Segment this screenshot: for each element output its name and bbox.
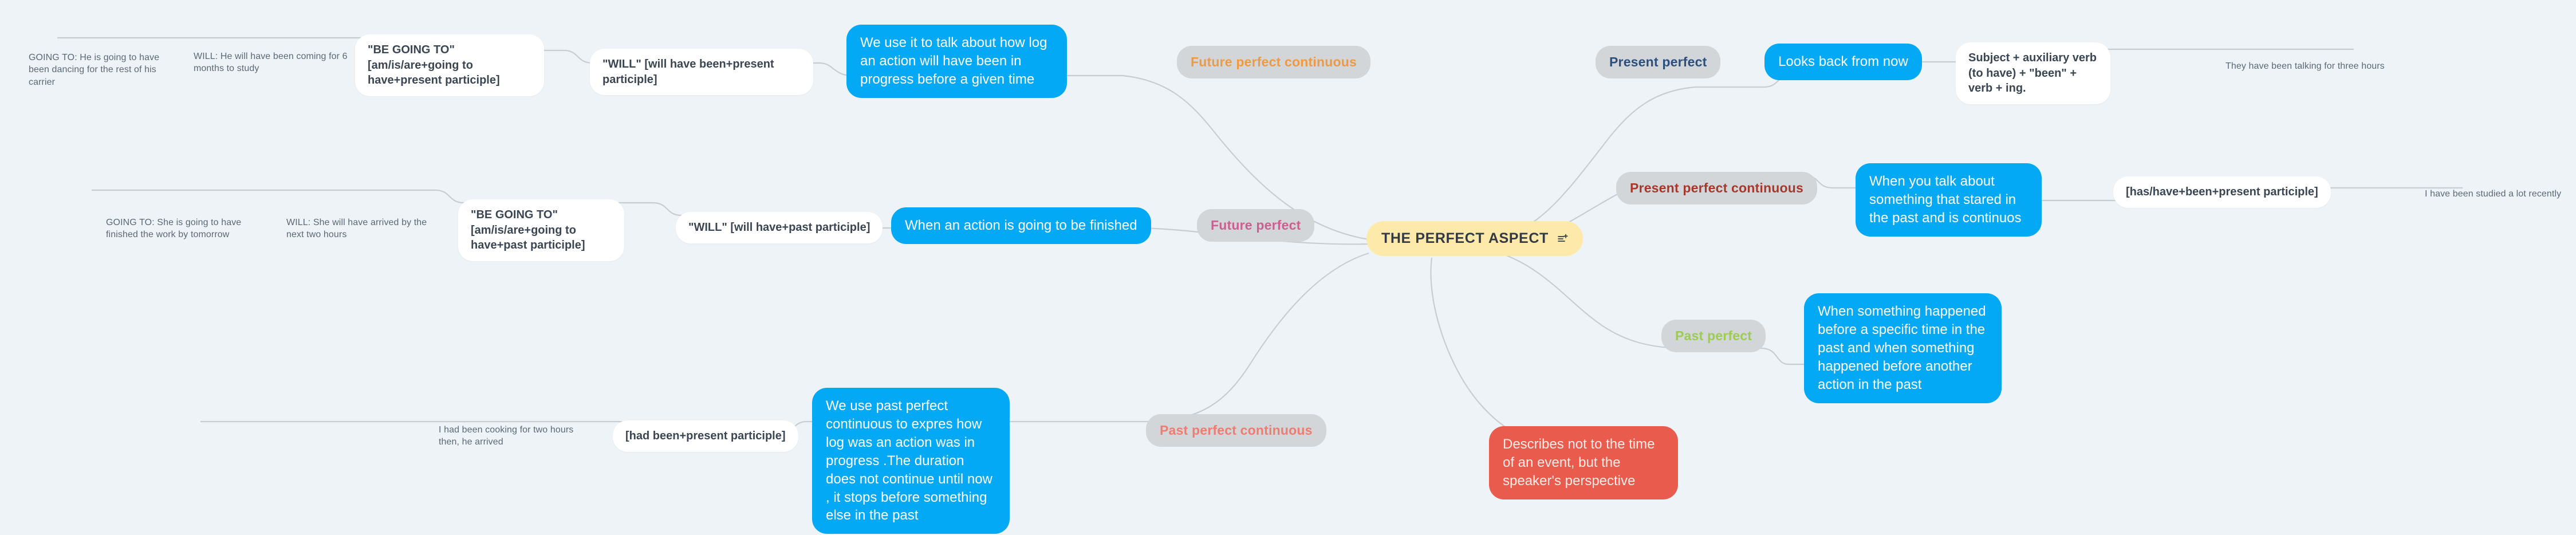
example-future-perfect-will[interactable]: WILL: She will have arrived by the next … — [286, 217, 432, 241]
example-present-perfect-continuous[interactable]: I have been studied a lot recently — [2425, 188, 2576, 200]
category-present-perfect-continuous[interactable]: Present perfect continuous — [1616, 172, 1817, 204]
form-past-perfect-continuous[interactable]: [had been+present participle] — [613, 420, 798, 452]
category-past-perfect[interactable]: Past perfect — [1661, 320, 1766, 352]
example-label: GOING TO: He is going to have been danci… — [29, 53, 160, 87]
form-future-perfect-will[interactable]: "WILL" [will have+past participle] — [676, 212, 883, 243]
description-present-perfect[interactable]: Looks back from now — [1764, 44, 1922, 80]
example-future-perfect-continuous-will[interactable]: WILL: He will have been coming for 6 mon… — [194, 50, 351, 75]
description-perspective[interactable]: Describes not to the time of an event, b… — [1489, 426, 1678, 499]
category-label: Future perfect — [1211, 218, 1301, 233]
description-label: We use past perfect continuous to expres… — [826, 398, 992, 524]
description-label: When an action is going to be finished — [905, 218, 1137, 233]
example-label: GOING TO: She is going to have finished … — [106, 218, 242, 240]
description-label: Looks back from now — [1778, 54, 1908, 69]
category-label: Future perfect continuous — [1191, 54, 1357, 69]
example-present-perfect[interactable]: They have been talking for three hours — [2226, 60, 2397, 72]
category-label: Present perfect — [1609, 54, 1707, 69]
form-future-perfect-going-to[interactable]: "BE GOING TO" [am/is/are+going to have+p… — [458, 199, 624, 261]
example-label: I had been cooking for two hours then, h… — [439, 425, 574, 447]
form-present-perfect[interactable]: Subject + auxiliary verb (to have) + "be… — [1956, 42, 2110, 104]
example-past-perfect-continuous[interactable]: I had been cooking for two hours then, h… — [439, 424, 582, 449]
description-present-perfect-continuous[interactable]: When you talk about something that stare… — [1856, 163, 2042, 237]
description-label: We use it to talk about how log an actio… — [860, 35, 1047, 87]
root-node[interactable]: THE PERFECT ASPECT — [1366, 221, 1583, 257]
form-label: [has/have+been+present participle] — [2126, 186, 2318, 198]
form-label: "BE GOING TO" [am/is/are+going to have+p… — [471, 209, 585, 252]
form-present-perfect-continuous[interactable]: [has/have+been+present participle] — [2113, 176, 2331, 208]
note-list-add-icon[interactable] — [1557, 234, 1568, 244]
example-label: They have been talking for three hours — [2226, 61, 2385, 71]
description-future-perfect[interactable]: When an action is going to be finished — [891, 207, 1151, 244]
description-label: Describes not to the time of an event, b… — [1503, 436, 1655, 489]
description-label: When you talk about something that stare… — [1869, 174, 2022, 226]
form-future-perfect-continuous-will[interactable]: "WILL" [will have been+present participl… — [590, 49, 813, 96]
example-label: WILL: She will have arrived by the next … — [286, 218, 427, 240]
description-past-perfect[interactable]: When something happened before a specifi… — [1804, 293, 2002, 403]
example-label: WILL: He will have been coming for 6 mon… — [194, 52, 348, 74]
description-future-perfect-continuous[interactable]: We use it to talk about how log an actio… — [846, 25, 1067, 98]
category-future-perfect[interactable]: Future perfect — [1197, 209, 1315, 242]
category-past-perfect-continuous[interactable]: Past perfect continuous — [1146, 414, 1326, 447]
description-label: When something happened before a specifi… — [1818, 304, 1986, 392]
example-future-perfect-going-to[interactable]: GOING TO: She is going to have finished … — [106, 217, 258, 241]
form-label: [had been+present participle] — [625, 430, 786, 442]
form-future-perfect-continuous-going-to[interactable]: "BE GOING TO" [am/is/are+going to have+p… — [355, 34, 544, 96]
category-present-perfect[interactable]: Present perfect — [1596, 46, 1721, 78]
category-label: Past perfect continuous — [1160, 423, 1313, 438]
form-label: "WILL" [will have+past participle] — [688, 221, 871, 234]
category-label: Present perfect continuous — [1630, 180, 1803, 195]
form-label: "WILL" [will have been+present participl… — [602, 58, 774, 86]
description-past-perfect-continuous[interactable]: We use past perfect continuous to expres… — [812, 388, 1010, 534]
category-future-perfect-continuous[interactable]: Future perfect continuous — [1177, 46, 1370, 78]
form-label: "BE GOING TO" [am/is/are+going to have+p… — [368, 44, 500, 87]
example-label: I have been studied a lot recently — [2425, 189, 2562, 199]
root-label: THE PERFECT ASPECT — [1381, 230, 1549, 246]
example-future-perfect-continuous-going-to[interactable]: GOING TO: He is going to have been danci… — [29, 52, 175, 88]
category-label: Past perfect — [1675, 328, 1752, 343]
form-label: Subject + auxiliary verb (to have) + "be… — [1968, 52, 2097, 95]
